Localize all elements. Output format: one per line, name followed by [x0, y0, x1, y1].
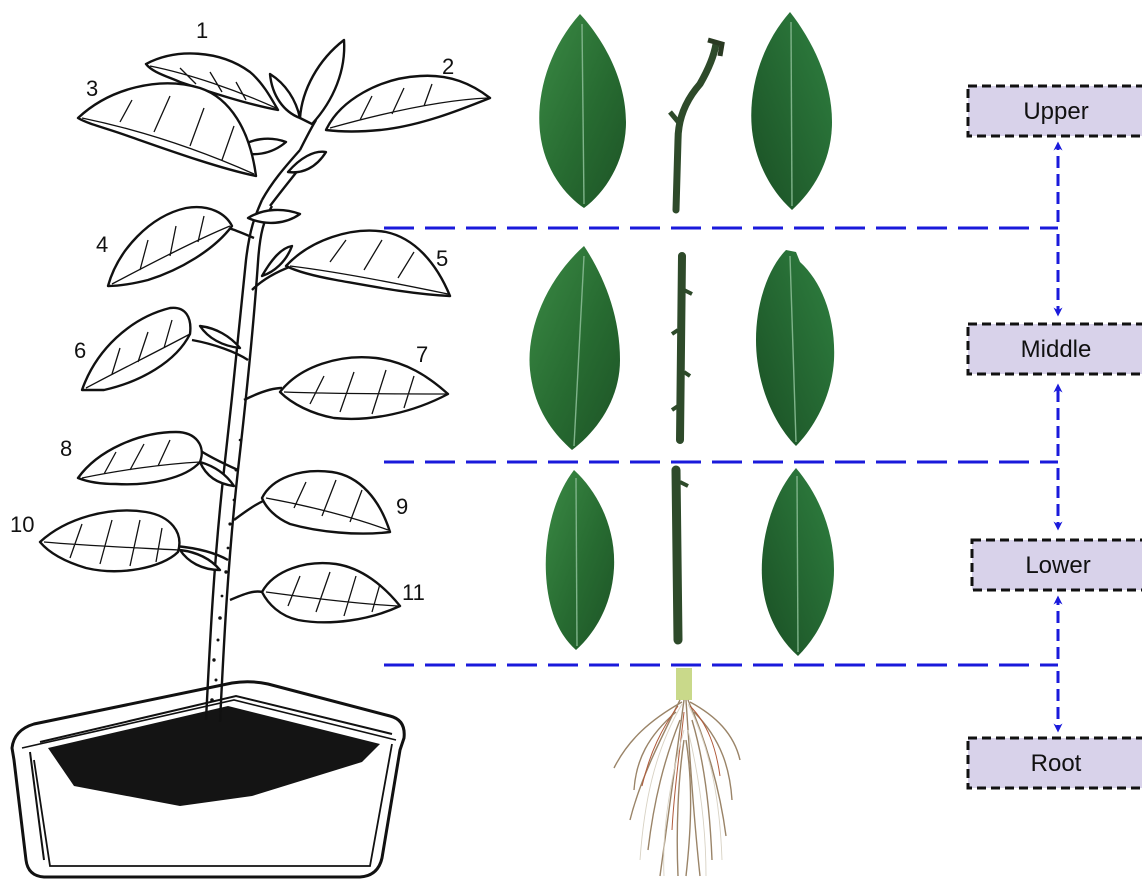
segment-divider-lines [384, 228, 1058, 665]
potted-pepper-plant-drawing [12, 40, 490, 877]
middle-label-text: Middle [1021, 336, 1092, 363]
lower-segment-samples [546, 468, 834, 656]
middle-label: Middle [968, 324, 1142, 374]
leaf-number-3: 3 [86, 76, 98, 101]
leaf-number-7: 7 [416, 342, 428, 367]
plant-leaf-2 [326, 76, 490, 132]
upper-label: Upper [968, 86, 1142, 136]
leaf-photo [529, 246, 620, 450]
plant-leaf-11 [262, 563, 400, 622]
root-label: Root [968, 738, 1142, 788]
leaf-number-8: 8 [60, 436, 72, 461]
stem-photo [672, 256, 692, 440]
leaf-photo [762, 468, 834, 656]
leaf-photo [539, 14, 626, 208]
leaf-number-4: 4 [96, 232, 108, 257]
upper-segment-samples [539, 12, 832, 210]
leaf-number-9: 9 [396, 494, 408, 519]
leaf-number-6: 6 [74, 338, 86, 363]
lower-label-text: Lower [1025, 552, 1090, 579]
pot [12, 682, 404, 877]
leaf-number-1: 1 [196, 18, 208, 43]
plant-leaf-10 [40, 510, 179, 571]
root-label-text: Root [1031, 750, 1082, 777]
segment-labels: Upper Middle Lower Root [968, 86, 1142, 788]
stem-photo [670, 40, 722, 210]
plant-leaf-9 [262, 471, 390, 533]
leaf-photo [546, 470, 614, 650]
stem-photo [676, 470, 688, 640]
leaf-photo [756, 250, 834, 446]
plant-leaf-6 [82, 308, 190, 390]
leaf-number-2: 2 [442, 54, 454, 79]
leaf-number-5: 5 [436, 246, 448, 271]
plant-bract [200, 326, 240, 348]
upper-label-text: Upper [1023, 98, 1088, 125]
leaf-number-10: 10 [10, 512, 34, 537]
lower-label: Lower [972, 540, 1142, 590]
leaf-number-11: 11 [402, 580, 425, 605]
leaf-photo [751, 12, 832, 210]
middle-segment-samples [529, 246, 834, 450]
plant-leaf-8 [78, 432, 202, 484]
plant-leaf-4 [108, 207, 232, 286]
root-photo [614, 668, 740, 876]
plant-leaf-5 [286, 231, 450, 296]
